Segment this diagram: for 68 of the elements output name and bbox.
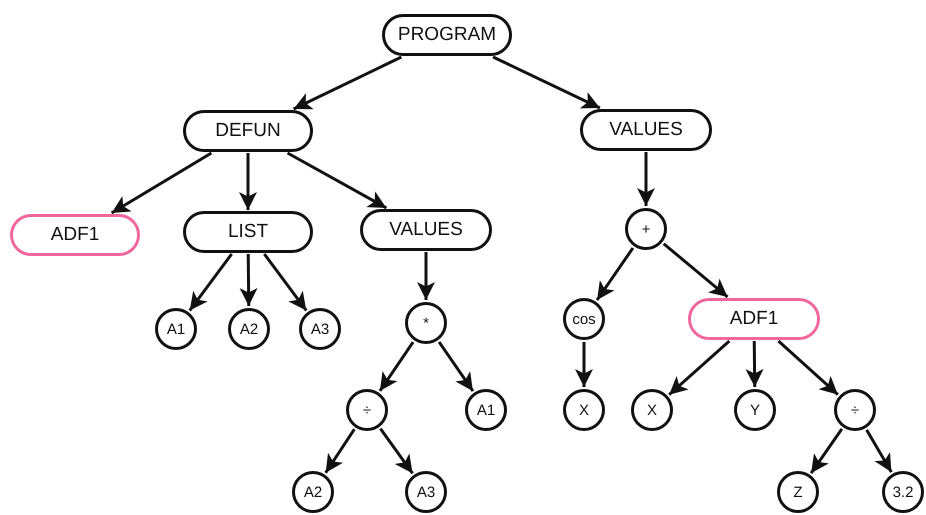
function-node xyxy=(360,209,492,251)
operator-circle xyxy=(346,389,388,431)
arrow xyxy=(777,340,839,396)
node-label: A3 xyxy=(310,320,330,338)
operator-circle xyxy=(631,389,673,431)
node-label: A1 xyxy=(166,320,186,338)
arrow xyxy=(662,242,729,298)
function-node xyxy=(10,214,140,256)
arrow xyxy=(239,153,257,210)
arrow xyxy=(188,253,233,312)
node-label: PROGRAM xyxy=(398,24,496,46)
operator-circle xyxy=(299,308,341,350)
operator-circle xyxy=(292,471,334,513)
operator-circle xyxy=(563,298,605,340)
operator-circle xyxy=(834,389,876,431)
arrow xyxy=(417,252,435,300)
operator-circle xyxy=(777,471,819,513)
node-label: ÷ xyxy=(850,402,860,418)
operator-circle xyxy=(405,302,447,344)
function-node xyxy=(382,14,512,56)
node-label: Z xyxy=(793,484,803,500)
arrow xyxy=(637,152,655,206)
operator-circle xyxy=(882,471,924,513)
node-label: A3 xyxy=(416,484,436,500)
function-node xyxy=(580,109,712,151)
node-label: DEFUN xyxy=(215,120,281,142)
arrow xyxy=(865,429,893,473)
arrow xyxy=(286,152,388,210)
arrow xyxy=(240,254,258,306)
function-node xyxy=(183,110,313,152)
operator-circle xyxy=(228,308,270,350)
node-label: ÷ xyxy=(362,402,372,418)
node-label: * xyxy=(423,314,429,332)
node-label: A2 xyxy=(304,484,322,500)
arrow xyxy=(379,428,414,474)
arrow xyxy=(438,341,474,392)
arrow xyxy=(324,428,356,474)
node-label: A1 xyxy=(476,402,496,418)
arrow xyxy=(746,340,764,388)
node-label: ADF1 xyxy=(50,224,100,246)
node-label: VALUES xyxy=(389,219,463,241)
arrow xyxy=(110,152,212,214)
node-label: Y xyxy=(750,402,760,418)
operator-circle xyxy=(155,308,197,350)
operator-circle xyxy=(625,208,667,250)
arrow xyxy=(596,247,634,301)
function-node xyxy=(183,211,313,253)
arrow xyxy=(263,253,308,312)
operator-circle xyxy=(405,471,447,513)
arrow xyxy=(575,342,593,387)
node-label: ADF1 xyxy=(730,308,778,330)
node-label: LIST xyxy=(228,221,268,243)
arrow xyxy=(668,340,730,396)
function-node xyxy=(688,298,820,340)
node-label: VALUES xyxy=(609,119,683,141)
node-label: + xyxy=(642,220,650,238)
node-label: A2 xyxy=(240,320,258,338)
operator-circle xyxy=(563,389,605,431)
operator-circle xyxy=(734,389,776,431)
node-label: 3.2 xyxy=(892,484,914,500)
node-label: X xyxy=(646,402,657,418)
node-label: X xyxy=(578,402,589,418)
operator-circle xyxy=(465,389,507,431)
arrow xyxy=(810,428,844,474)
arrow xyxy=(492,56,601,110)
arrow xyxy=(378,341,414,392)
node-label: cos xyxy=(572,310,596,328)
arrow xyxy=(292,56,402,110)
